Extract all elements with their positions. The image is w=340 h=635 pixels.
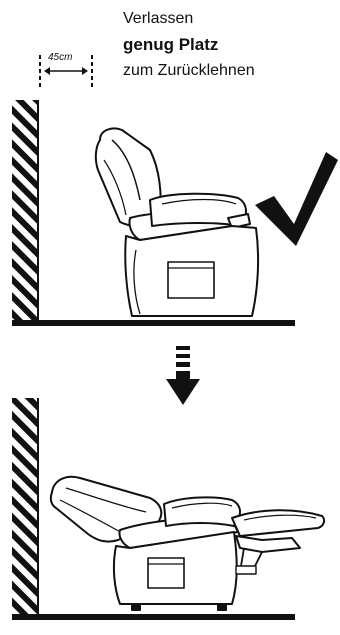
wall-bottom xyxy=(12,398,38,620)
floor-bottom xyxy=(12,614,295,620)
wall-top xyxy=(12,100,38,326)
recliner-upright xyxy=(96,128,258,316)
down-arrow-icon xyxy=(166,346,200,405)
check-mark-icon xyxy=(255,152,338,246)
recliner-reclined xyxy=(51,477,324,610)
clearance-dimension xyxy=(40,55,92,88)
floor-top xyxy=(12,320,295,326)
